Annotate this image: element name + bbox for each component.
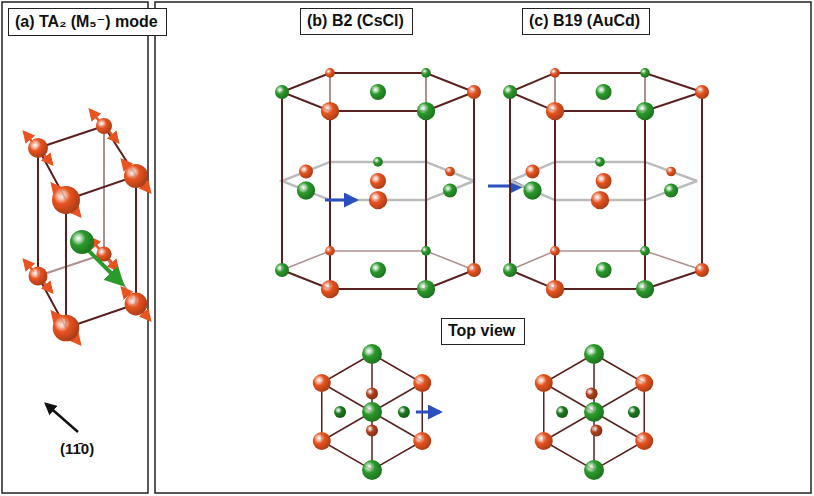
panel-title-box: Top view: [441, 318, 525, 345]
panel-title: (a) TA₂ (M₅⁻) mode: [15, 12, 160, 31]
top-view-lattice: [535, 344, 653, 480]
hexagonal-prism: [275, 68, 522, 298]
panel-title-box: (c) B19 (AuCd): [522, 8, 650, 35]
panel-title: (c) B19 (AuCd): [529, 12, 643, 30]
direction-label: (11̄0): [60, 440, 94, 457]
unit-cell: [24, 110, 150, 432]
panel-title-box: (b) B2 (CsCl): [300, 8, 413, 35]
top-view-lattice: [313, 344, 440, 480]
panel-title-box: (a) TA₂ (M₅⁻) mode: [8, 8, 167, 36]
hexagonal-prism: [503, 68, 709, 298]
panel-title: (b) B2 (CsCl): [307, 12, 406, 30]
panel-title: Top view: [448, 322, 518, 340]
